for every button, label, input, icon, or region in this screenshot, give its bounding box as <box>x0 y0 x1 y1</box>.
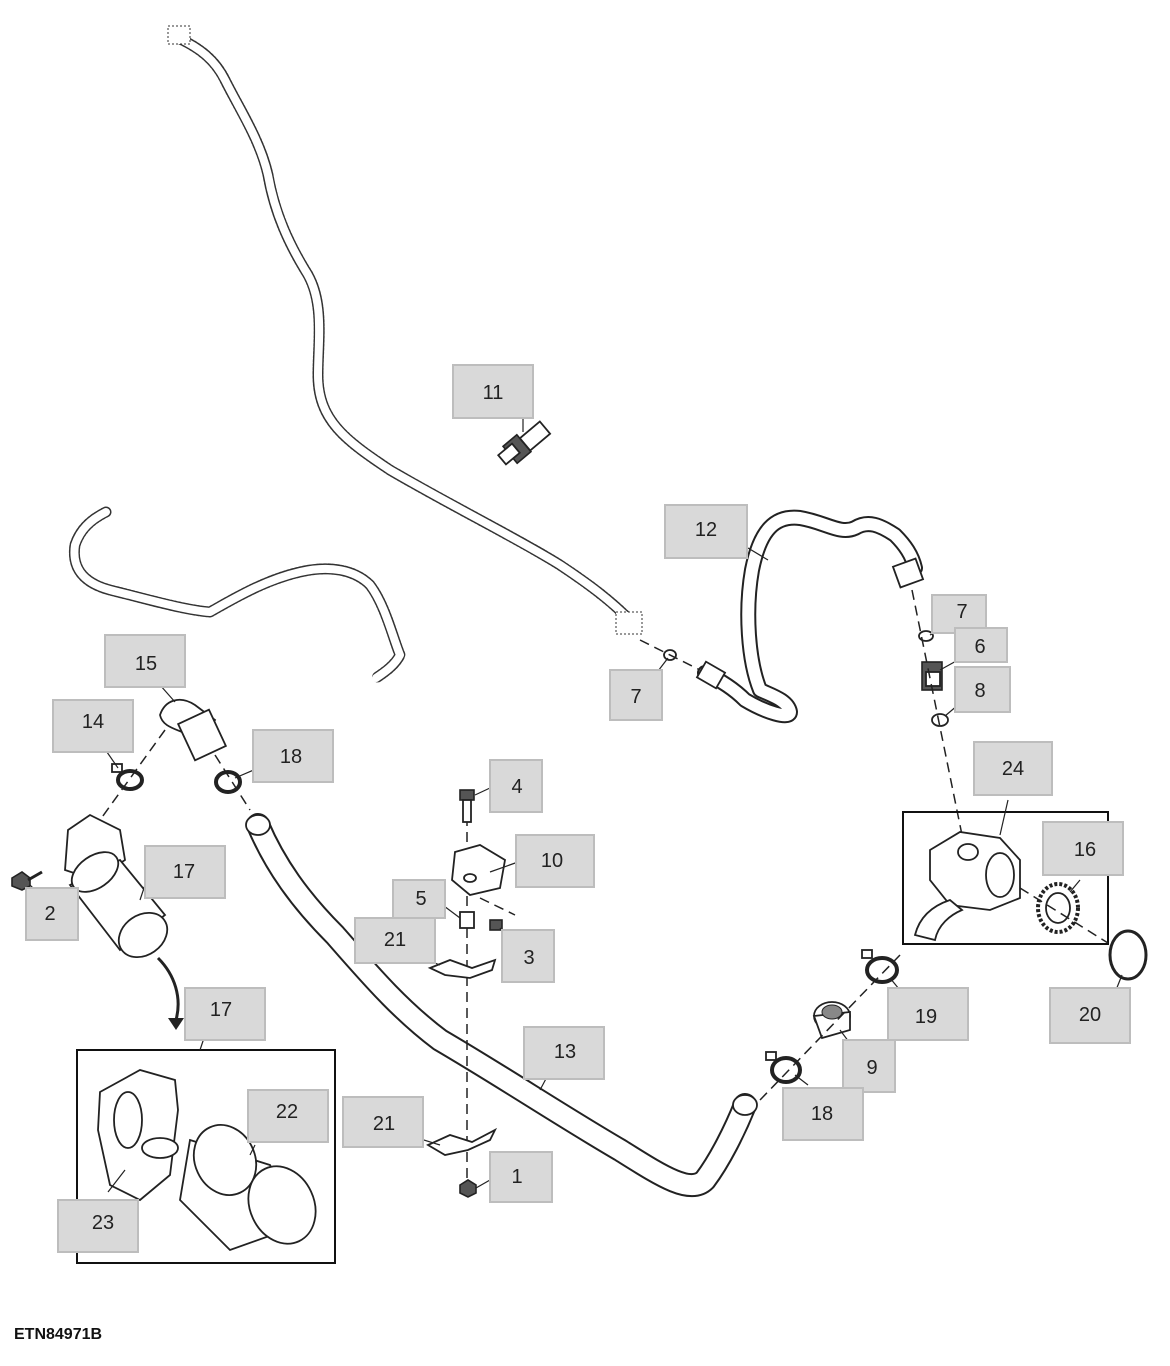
callout-14: 14 <box>52 699 134 753</box>
nut-part-1 <box>459 1179 477 1198</box>
callout-label: 18 <box>280 746 302 768</box>
assembly-centerline <box>639 639 701 671</box>
callout-label: 7 <box>956 601 967 623</box>
o-ring-part-7-right <box>918 630 934 642</box>
o-ring-part-8 <box>931 713 949 727</box>
filter-head-part-23 <box>97 1069 179 1202</box>
callout-18-left: 18 <box>252 729 334 783</box>
callout-1: 1 <box>489 1151 553 1203</box>
callout-label: 10 <box>541 850 563 872</box>
bolt-part-3 <box>489 919 503 931</box>
assembly-centerline <box>911 589 963 836</box>
fitting-part-11 <box>496 420 552 466</box>
callout-17-upper: 17 <box>144 845 226 899</box>
callout-3: 3 <box>501 929 555 983</box>
callout-24: 24 <box>973 741 1053 796</box>
assembly-centerline <box>479 897 516 916</box>
callout-label: 3 <box>523 947 534 969</box>
assembly-centerline <box>1019 887 1109 944</box>
filter-detail-frame <box>76 1049 336 1264</box>
callout-label: 13 <box>554 1041 576 1063</box>
figure-id: ETN84971B <box>14 1326 103 1343</box>
callout-19: 19 <box>887 987 969 1041</box>
arrow-head-icon <box>168 1018 184 1030</box>
callout-label: 12 <box>695 519 717 541</box>
gear-part-16 <box>1036 882 1080 934</box>
clamp-part-19 <box>861 949 899 984</box>
spacer-part-5 <box>459 911 475 929</box>
callout-label: 22 <box>276 1101 298 1123</box>
callout-label: 2 <box>44 903 55 925</box>
callout-22: 22 <box>247 1089 329 1143</box>
callout-label: 8 <box>974 680 985 702</box>
ghost-upper-tube <box>167 25 643 635</box>
hose-part-13 <box>245 813 758 1198</box>
filter-element-part-22 <box>179 1124 317 1252</box>
bolt-part-4 <box>459 789 475 823</box>
callout-label: 21 <box>373 1113 395 1135</box>
metal-tube-part-12 <box>695 509 925 724</box>
callout-label: 7 <box>630 686 641 708</box>
clip-part-21-upper <box>427 958 497 979</box>
callout-6: 6 <box>954 627 1008 663</box>
filter-part-17 <box>64 813 169 959</box>
callout-10: 10 <box>515 834 595 888</box>
bracket-part-10 <box>451 844 506 896</box>
callout-4: 4 <box>489 759 543 813</box>
callout-11: 11 <box>452 364 534 419</box>
callout-label: 23 <box>92 1212 114 1234</box>
callout-label: 24 <box>1002 758 1024 780</box>
assembly-centerline <box>759 954 901 1101</box>
callout-12: 12 <box>664 504 748 559</box>
callout-7-left: 7 <box>609 669 663 721</box>
callout-label: 15 <box>135 653 157 675</box>
callout-label: 4 <box>511 776 522 798</box>
assembly-centerline <box>214 754 251 811</box>
callout-21-upper: 21 <box>354 917 436 964</box>
callout-label: 6 <box>974 636 985 658</box>
pump-part-24 <box>913 831 1021 942</box>
callout-label: 20 <box>1079 1004 1101 1026</box>
callout-label: 18 <box>811 1103 833 1125</box>
callout-label: 21 <box>384 929 406 951</box>
callout-2: 2 <box>25 887 79 941</box>
callout-label: 14 <box>82 711 104 733</box>
callout-13: 13 <box>523 1026 605 1080</box>
arrow-icon <box>156 956 180 1021</box>
callout-label: 1 <box>511 1166 522 1188</box>
callout-label: 19 <box>915 1006 937 1028</box>
callout-label: 17 <box>173 861 195 883</box>
clip-part-21-lower <box>426 1127 498 1156</box>
o-ring-part-20 <box>1108 929 1148 981</box>
callout-label: 16 <box>1074 839 1096 861</box>
ghost-left-tube <box>68 506 406 684</box>
assembly-centerline <box>99 729 166 821</box>
clamp-part-18-left <box>214 770 242 794</box>
callout-15: 15 <box>104 634 186 688</box>
callout-16: 16 <box>1042 821 1124 876</box>
callout-9: 9 <box>842 1039 896 1093</box>
clamp-part-14 <box>111 763 144 791</box>
coupling-part-9 <box>812 1001 851 1040</box>
callout-label: 9 <box>866 1057 877 1079</box>
callout-label: 17 <box>210 999 232 1021</box>
callout-label: 5 <box>415 888 426 910</box>
callout-21-lower: 21 <box>342 1096 424 1148</box>
callout-7-right: 7 <box>931 594 987 634</box>
elbow-hose-part-15 <box>159 698 228 762</box>
callout-label: 11 <box>483 382 504 404</box>
callout-18-right: 18 <box>782 1087 864 1141</box>
callout-17-lower: 17 <box>184 987 266 1041</box>
clamp-part-18-right <box>765 1051 802 1084</box>
callout-20: 20 <box>1049 987 1131 1044</box>
callout-23: 23 <box>57 1199 139 1253</box>
bolt-part-2 <box>11 870 43 891</box>
callout-5: 5 <box>392 879 446 919</box>
callout-8: 8 <box>954 666 1011 713</box>
